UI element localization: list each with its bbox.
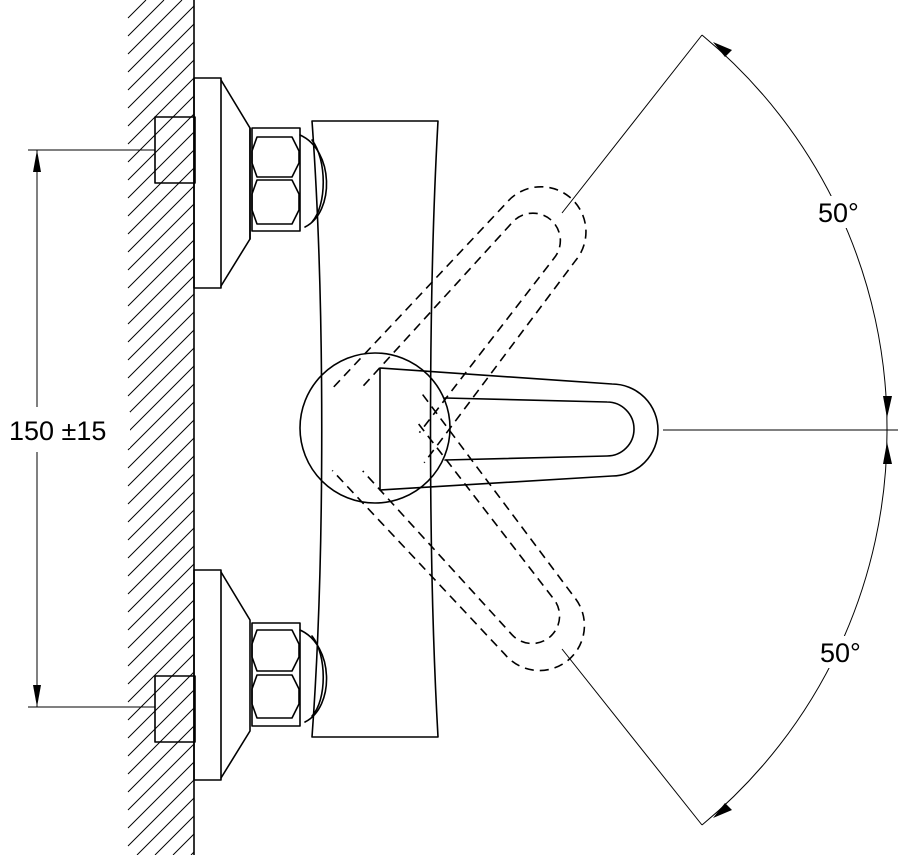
hatch-line xyxy=(127,185,195,253)
hatch-line xyxy=(127,491,195,559)
angle-arrow-1 xyxy=(713,42,732,57)
lever-position-lower xyxy=(331,394,586,672)
hatch-line xyxy=(127,167,195,235)
hatch-line xyxy=(154,815,195,855)
hatch-line xyxy=(127,581,195,649)
hatch-line xyxy=(127,761,195,829)
dimension-arrow-bottom xyxy=(33,685,41,707)
angle-extension-lower xyxy=(561,648,703,826)
spacing-dimension: 150 ±15 xyxy=(4,149,155,708)
hatch-line xyxy=(127,437,195,505)
angle-extension-upper xyxy=(561,34,703,214)
lever-handle xyxy=(299,352,659,504)
hatch-line xyxy=(127,635,195,703)
hatch-line xyxy=(127,545,195,613)
hatch-line xyxy=(127,671,195,739)
hatch-line xyxy=(127,5,195,73)
lower-wall-connector xyxy=(154,675,196,743)
dimension-label: 150 ±15 xyxy=(9,416,106,446)
hatch-line xyxy=(127,419,195,487)
angle-arrow-2 xyxy=(883,396,892,418)
hatch-line xyxy=(127,689,195,757)
wall xyxy=(127,0,195,855)
upper-escutcheon xyxy=(193,77,222,289)
hatch-line xyxy=(127,275,195,343)
hatch-line xyxy=(127,77,195,145)
lower-escutcheon xyxy=(193,569,222,781)
upper-nut-hex-top xyxy=(251,136,300,178)
lever-rotated-positions xyxy=(331,185,587,672)
hatch-line xyxy=(127,41,195,109)
hatch-line xyxy=(127,311,195,379)
hatch-line xyxy=(127,563,195,631)
hatch-line xyxy=(127,707,195,775)
hatch-line xyxy=(127,401,195,469)
hatch-line xyxy=(127,347,195,415)
cartridge-cap xyxy=(299,352,451,504)
hatch-line xyxy=(127,113,195,181)
mixer-body-outline xyxy=(311,120,439,738)
angle-arrow-3 xyxy=(883,442,892,464)
hatch-line xyxy=(127,131,195,199)
angle-arc-lower xyxy=(701,429,888,826)
upper-nut-hex-bottom xyxy=(251,179,300,225)
lower-nut-hex-bottom xyxy=(251,674,300,719)
upper-eccentric-fitting xyxy=(154,77,328,289)
lower-escutcheon-cone xyxy=(220,571,251,779)
hatch-line xyxy=(127,365,195,433)
hatch-line xyxy=(127,257,195,325)
mixer-body xyxy=(311,120,439,738)
lower-nut-hex-top xyxy=(251,629,300,672)
hatch-line xyxy=(127,293,195,361)
hatch-line xyxy=(127,0,165,37)
hatch-line xyxy=(127,383,195,451)
wall-hatching xyxy=(127,0,195,855)
hatch-line xyxy=(127,779,195,847)
angle-dimensions: 50° 50° xyxy=(561,34,898,826)
dimension-arrow-top xyxy=(33,150,41,172)
hatch-line xyxy=(127,329,195,397)
angle-label-lower: 50° xyxy=(820,638,861,668)
hatch-line xyxy=(127,509,195,577)
hatch-line xyxy=(127,653,195,721)
hatch-line xyxy=(127,0,147,19)
lever-position-upper xyxy=(333,185,587,464)
hatch-line xyxy=(127,473,195,541)
hatch-line xyxy=(127,59,195,127)
hatch-line xyxy=(127,23,195,91)
lower-nut-body xyxy=(251,622,301,727)
hatch-line xyxy=(127,221,195,289)
hatch-line xyxy=(127,239,195,307)
hatch-line xyxy=(127,743,195,811)
angle-label-upper: 50° xyxy=(818,198,859,228)
hatch-line xyxy=(127,0,183,55)
hatch-line xyxy=(127,455,195,523)
hatch-line xyxy=(127,725,195,793)
angle-arc-upper xyxy=(701,34,888,431)
hatch-line xyxy=(136,797,195,855)
angle-arrow-4 xyxy=(713,803,732,818)
lever-slot xyxy=(444,397,635,461)
upper-nut-body xyxy=(251,127,301,232)
hatch-line xyxy=(127,617,195,685)
hatch-line xyxy=(127,95,195,163)
hatch-line xyxy=(127,527,195,595)
upper-escutcheon-cone xyxy=(220,79,251,287)
hatch-line xyxy=(127,599,195,667)
hatch-line xyxy=(172,833,195,855)
lower-eccentric-fitting xyxy=(154,569,328,781)
lever-outline xyxy=(379,367,659,491)
hatch-line xyxy=(127,203,195,271)
